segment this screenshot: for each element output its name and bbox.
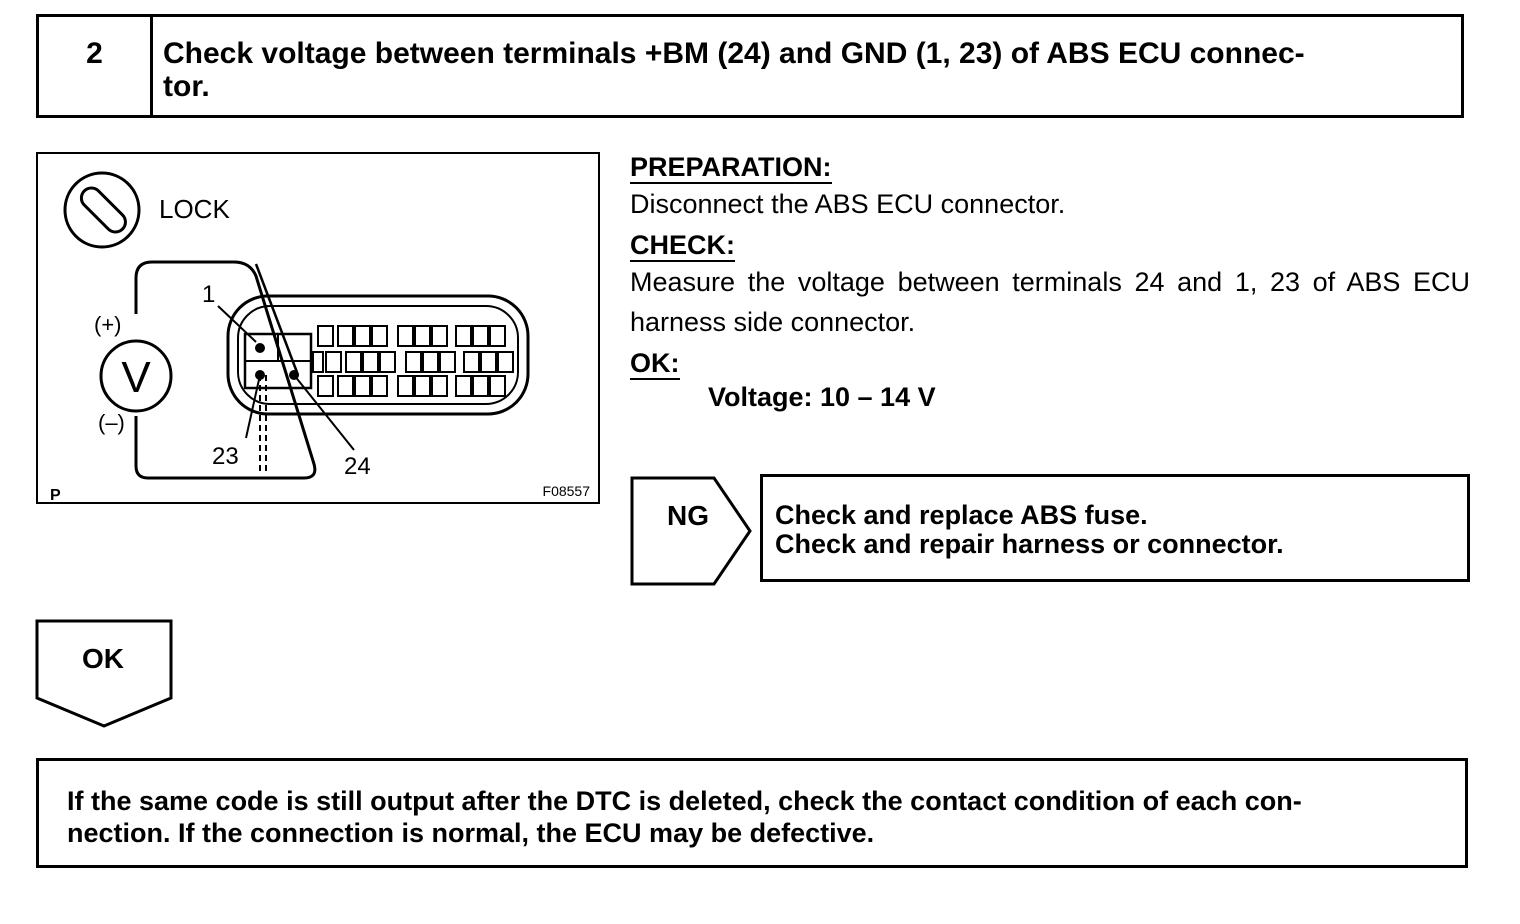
step-title: Check voltage between terminals +BM (24)… [163, 37, 1443, 103]
ignition-lock-icon [63, 171, 141, 249]
ok-spec-heading: OK: [630, 348, 680, 380]
minus-label: (–) [98, 410, 125, 435]
ng-arrow-shape [630, 476, 752, 586]
step-number-cell: 2 [39, 17, 153, 115]
voltmeter-icon: V [99, 339, 173, 413]
terminal-1-label: 1 [202, 281, 215, 308]
voltage-spec: Voltage: 10 – 14 V [708, 382, 936, 412]
preparation-heading: PREPARATION: [630, 152, 832, 184]
ok-spec-section: OK: [630, 348, 680, 380]
wiring-diagram: LOCK V (+) (–) [36, 152, 600, 504]
corner-label: P [50, 487, 61, 502]
preparation-text: Disconnect the ABS ECU connector. [630, 189, 1066, 219]
ng-action-line2: Check and repair harness or connector. [775, 529, 1284, 559]
final-note-box: If the same code is still output after t… [36, 758, 1468, 868]
diagram-svg: LOCK V (+) (–) [50, 171, 591, 502]
connector-icon [226, 294, 530, 416]
plus-label: (+) [94, 312, 122, 337]
final-note-line1: If the same code is still output after t… [67, 786, 1302, 816]
step-title-line1: Check voltage between terminals +BM (24)… [163, 37, 1305, 70]
check-heading: CHECK: [630, 230, 735, 262]
figure-code: F08557 [543, 483, 591, 499]
ok-label: OK [82, 643, 124, 674]
step-header: 2 Check voltage between terminals +BM (2… [36, 14, 1464, 118]
test-lead-wire [134, 260, 317, 480]
check-text: Measure the voltage between terminals 24… [630, 267, 1470, 337]
preparation-section: PREPARATION: Disconnect the ABS ECU conn… [630, 152, 1065, 224]
terminal-24-label: 24 [344, 453, 371, 480]
check-section: CHECK: [630, 230, 735, 262]
step-title-line2: tor. [163, 70, 210, 103]
step-number: 2 [86, 37, 103, 70]
voltmeter-symbol: V [121, 353, 151, 402]
lock-label: LOCK [159, 194, 230, 224]
ok-arrow-shape [35, 619, 173, 728]
final-note-text: If the same code is still output after t… [67, 785, 1447, 849]
ng-action-line1: Check and replace ABS fuse. [775, 500, 1148, 530]
ng-action-box: Check and replace ABS fuse. Check and re… [760, 474, 1470, 582]
terminal-23-label: 23 [212, 443, 239, 470]
probe-positive [254, 263, 300, 376]
ng-label: NG [667, 500, 709, 531]
final-note-line2: nection. If the connection is normal, th… [67, 818, 875, 848]
